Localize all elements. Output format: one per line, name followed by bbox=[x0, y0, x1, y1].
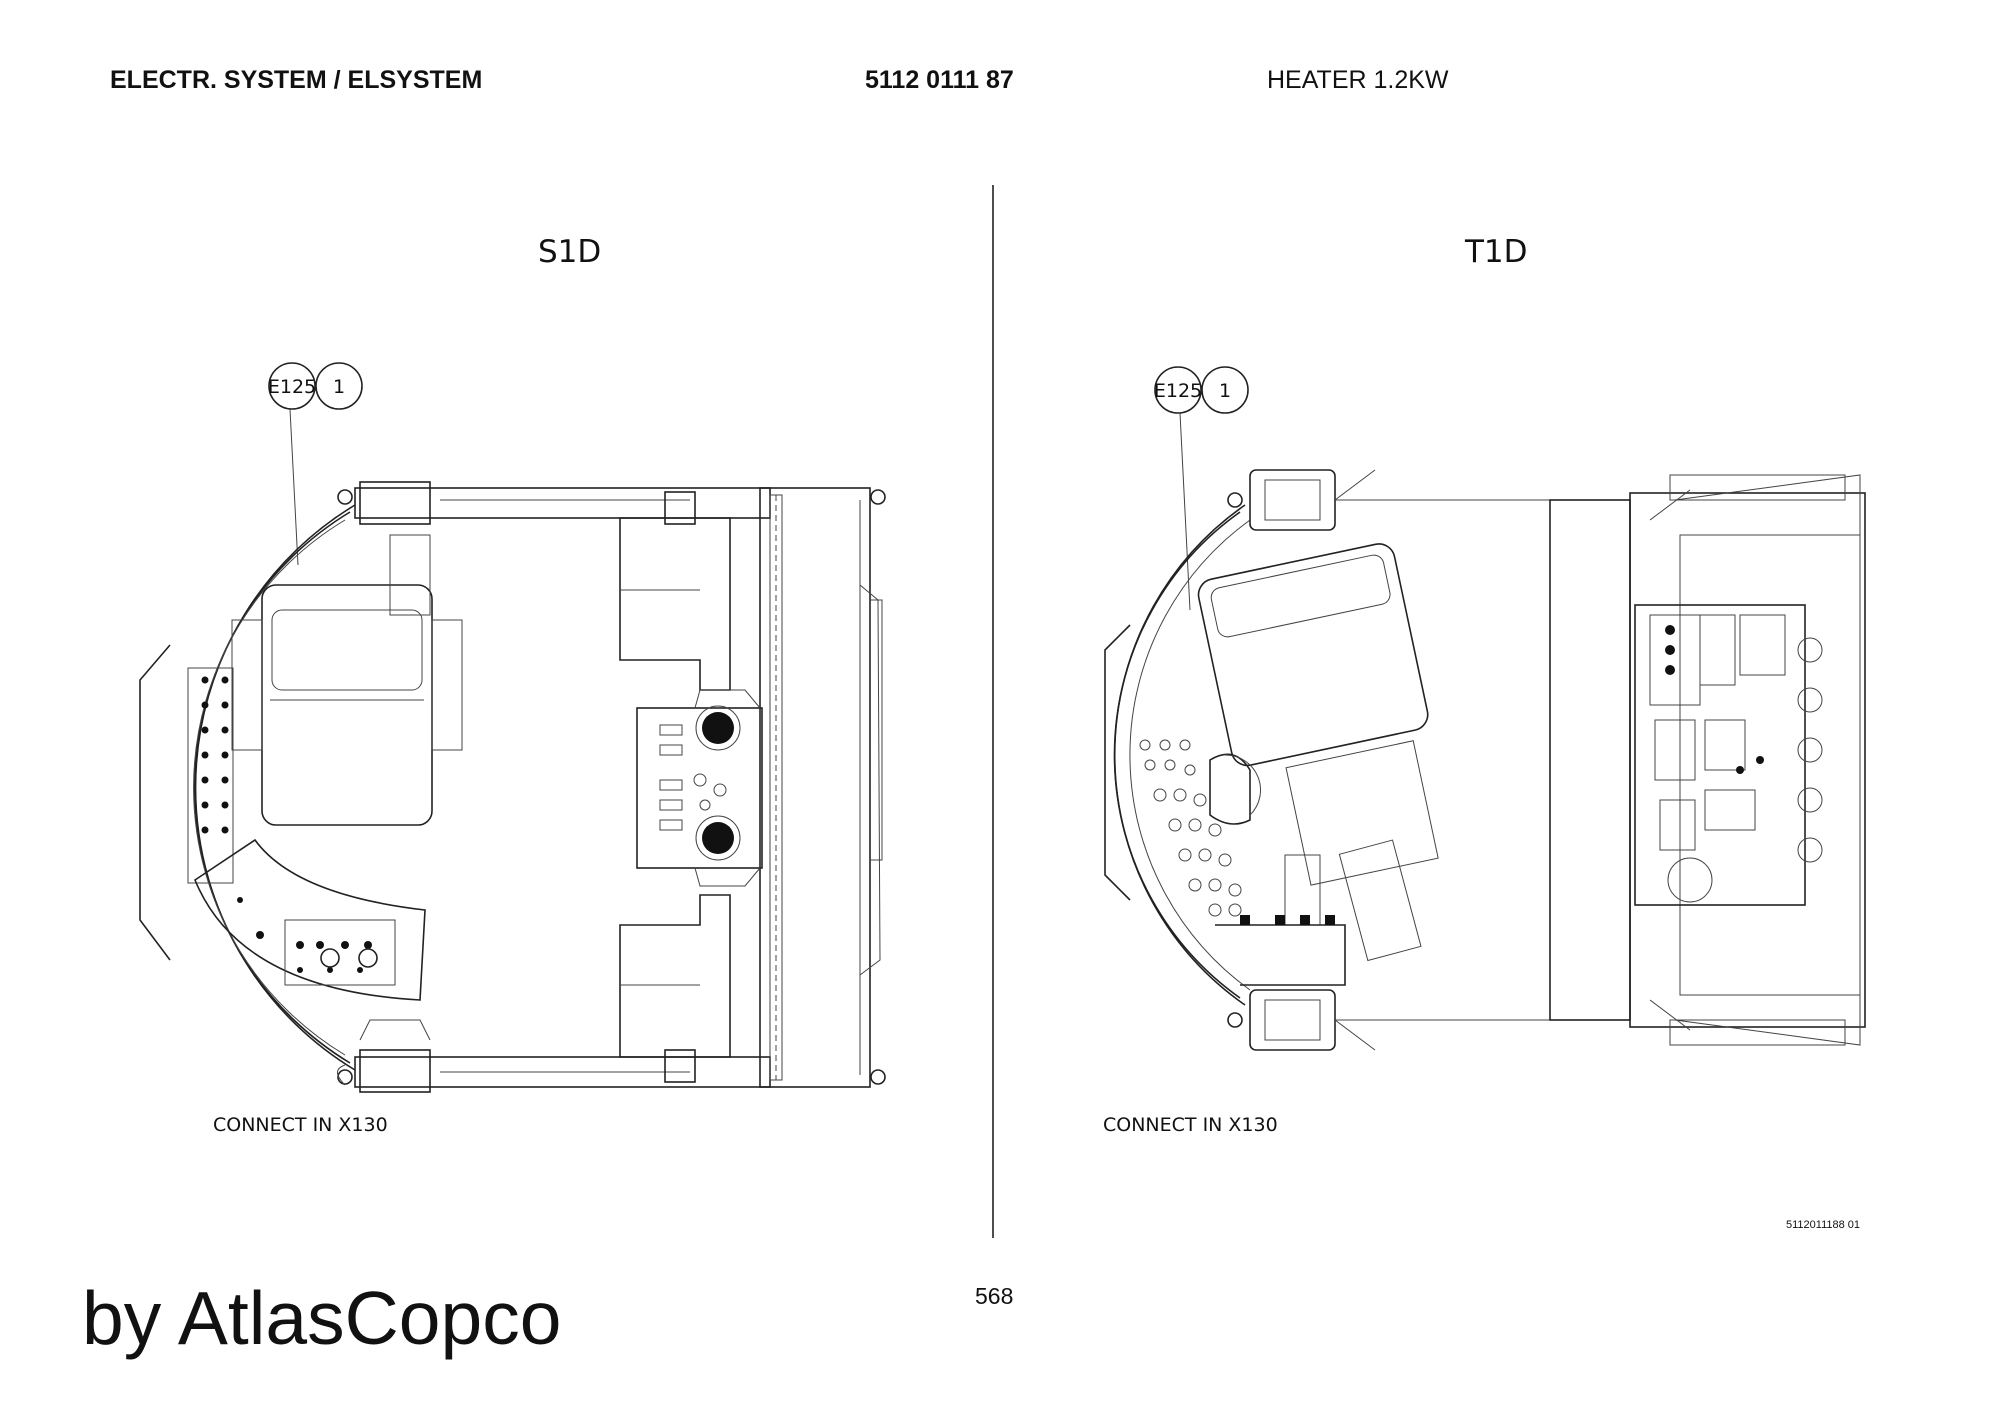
s1d-central-panel bbox=[636, 707, 763, 869]
s1d-callout-ref: E125 bbox=[268, 376, 316, 398]
s1d-callout-ref-circle bbox=[268, 362, 316, 410]
t1d-leader-line bbox=[1179, 412, 1191, 611]
t1d-cabin-drawing: E125 1 bbox=[1104, 366, 1866, 1051]
s1d-knob-lower bbox=[702, 822, 734, 854]
section-title: ELECTR. SYSTEM / ELSYSTEM bbox=[110, 66, 483, 94]
view-title-t1d: T1D bbox=[1465, 234, 1528, 270]
t1d-operator-seat bbox=[1197, 543, 1439, 886]
s1d-callout-item-circle bbox=[315, 362, 363, 410]
s1d-connect-note: CONNECT IN X130 bbox=[213, 1114, 388, 1136]
s1d-curved-console bbox=[194, 838, 426, 1001]
t1d-callout-ref-circle bbox=[1154, 366, 1202, 414]
part-number: 5112 0111 87 bbox=[865, 66, 1014, 94]
s1d-leader-line bbox=[289, 408, 299, 566]
t1d-callout-item-circle bbox=[1201, 366, 1249, 414]
page-number: 568 bbox=[975, 1283, 1014, 1309]
t1d-callout-ref: E125 bbox=[1154, 380, 1202, 402]
s1d-callout-item: 1 bbox=[333, 376, 345, 398]
s1d-knob-upper bbox=[702, 712, 734, 744]
view-title-s1d: S1D bbox=[538, 234, 602, 270]
part-description: HEATER 1.2KW bbox=[1267, 66, 1449, 94]
drawing-code: 5112011188 01 bbox=[1786, 1219, 1861, 1231]
t1d-callout-item: 1 bbox=[1219, 380, 1231, 402]
t1d-connect-note: CONNECT IN X130 bbox=[1103, 1114, 1278, 1136]
s1d-left-panel bbox=[187, 667, 234, 884]
s1d-operator-seat bbox=[261, 584, 433, 826]
t1d-engine-compartment bbox=[1629, 492, 1866, 1028]
s1d-cabin-drawing: E125 1 bbox=[139, 362, 886, 1093]
brand-watermark: by AtlasCopco bbox=[82, 1276, 562, 1360]
s1d-outer-arc bbox=[194, 504, 356, 1071]
